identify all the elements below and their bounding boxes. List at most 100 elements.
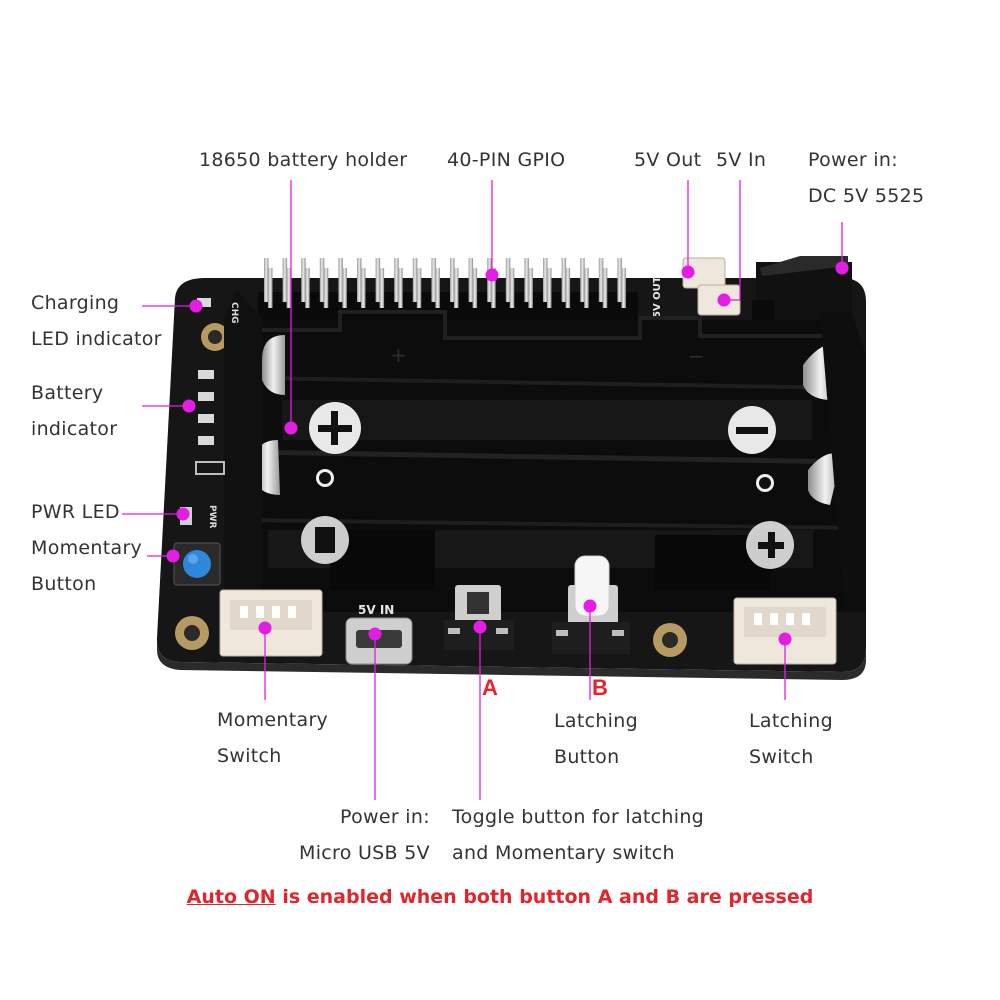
momentary-button-part bbox=[173, 542, 221, 586]
label-battery-indicator-line1: Battery bbox=[31, 382, 104, 404]
gpio-pin bbox=[598, 258, 604, 302]
label-power-dc-line1: Power in: bbox=[808, 149, 898, 171]
silkscreen-out: 5V OUT bbox=[652, 276, 663, 318]
marker-dot-battery-holder bbox=[284, 421, 298, 435]
button-a-letter: A bbox=[482, 675, 498, 700]
gpio-pin bbox=[431, 258, 436, 302]
marker-dot-pwr-led bbox=[176, 507, 190, 521]
gpio-pin bbox=[342, 268, 347, 308]
leader-lines bbox=[122, 180, 843, 800]
gpio-pin bbox=[338, 258, 343, 302]
gpio-pin bbox=[524, 258, 529, 302]
label-power-usb-line2: Micro USB 5V bbox=[299, 842, 430, 864]
gpio-pin bbox=[621, 268, 626, 308]
gpio-pin bbox=[491, 268, 496, 308]
label-charging-led-line1: Charging bbox=[31, 292, 120, 314]
gpio-pin bbox=[301, 258, 306, 302]
gpio-pin bbox=[323, 268, 329, 308]
pcb-edge bbox=[156, 638, 866, 680]
marker-dot-5v-out bbox=[681, 265, 695, 279]
marker-dot-gpio bbox=[485, 268, 499, 282]
label-toggle-button-line1: Toggle button for latching bbox=[452, 806, 705, 828]
battery-indicator-leds bbox=[195, 370, 225, 475]
label-battery-holder: 18650 battery holder bbox=[199, 149, 408, 171]
marker-dot-momentary-button bbox=[166, 549, 180, 563]
silkscreen-plus: + bbox=[390, 343, 407, 367]
silkscreen-minus: − bbox=[688, 344, 705, 368]
label-toggle-button-line2: and Momentary switch bbox=[452, 842, 675, 864]
gpio-pin bbox=[282, 258, 288, 302]
silkscreen-pwr: PWR bbox=[207, 505, 217, 529]
gpio-pin bbox=[379, 268, 385, 308]
marker-dot-dc-jack bbox=[835, 261, 849, 275]
label-latching-button: Latching Button bbox=[554, 703, 638, 775]
label-momentary-button-line2: Button bbox=[31, 573, 97, 595]
gpio-pin bbox=[543, 258, 548, 302]
gpio-pin bbox=[561, 258, 567, 302]
gpio-pin bbox=[268, 268, 273, 308]
mounting-holes bbox=[175, 323, 687, 657]
label-5v-out: 5V Out bbox=[634, 149, 702, 171]
latching-switch-connector bbox=[733, 597, 837, 665]
gpio-pin bbox=[509, 268, 515, 308]
marker-dot-charging-led bbox=[189, 299, 203, 313]
gpio-pin bbox=[286, 268, 292, 308]
label-momentary-switch-line1: Momentary bbox=[217, 709, 329, 731]
silkscreen-in: 5V IN bbox=[358, 603, 394, 617]
label-charging-led-line2: LED indicator bbox=[31, 328, 162, 350]
gpio-pin bbox=[361, 268, 366, 308]
label-momentary-button: Momentary Button bbox=[31, 530, 142, 602]
label-battery-indicator: Battery indicator bbox=[31, 375, 117, 447]
gpio-pin bbox=[468, 258, 474, 302]
gpio-pin bbox=[617, 258, 622, 302]
gpio-pin bbox=[319, 258, 325, 302]
gpio-pin bbox=[264, 258, 269, 302]
gpio-pin bbox=[305, 268, 310, 308]
gpio-pin bbox=[584, 268, 589, 308]
label-charging-led: Charging LED indicator bbox=[31, 285, 162, 357]
label-power-dc: Power in: DC 5V 5525 bbox=[808, 142, 924, 214]
silkscreen-chg: CHG bbox=[229, 302, 239, 324]
gpio-pin bbox=[580, 258, 585, 302]
gpio-pin bbox=[528, 268, 533, 308]
label-latching-button-line1: Latching bbox=[554, 710, 638, 732]
gpio-pin bbox=[375, 258, 381, 302]
gpio-pin bbox=[602, 268, 608, 308]
auto-on-note-prefix: Auto ON bbox=[186, 886, 276, 908]
gpio-pin bbox=[505, 258, 511, 302]
micro-usb-port bbox=[345, 617, 413, 665]
button-b-letter: B bbox=[592, 675, 608, 700]
gpio-pin bbox=[547, 268, 552, 308]
label-power-usb: Power in: Micro USB 5V bbox=[299, 799, 430, 871]
label-momentary-button-line1: Momentary bbox=[31, 537, 143, 559]
label-battery-indicator-line2: indicator bbox=[31, 418, 118, 440]
gpio-pin bbox=[435, 268, 440, 308]
marker-dot-battery-indicator bbox=[182, 399, 196, 413]
marker-dots bbox=[166, 261, 849, 646]
gpio-pin bbox=[472, 268, 478, 308]
label-latching-switch-line2: Switch bbox=[749, 746, 814, 768]
charging-led bbox=[197, 298, 211, 307]
label-power-dc-line2: DC 5V 5525 bbox=[808, 185, 925, 207]
marker-dot-latching-switch bbox=[778, 632, 792, 646]
label-gpio: 40-PIN GPIO bbox=[447, 149, 566, 171]
gpio-pin bbox=[416, 268, 422, 308]
marker-dot-toggle-button bbox=[473, 620, 487, 634]
gpio-pin bbox=[398, 268, 403, 308]
marker-dot-momentary-switch bbox=[258, 621, 272, 635]
gpio-pin bbox=[565, 268, 571, 308]
battery-holder: + − bbox=[224, 290, 866, 612]
auto-on-note: Auto ON is enabled when both button A an… bbox=[0, 886, 1000, 908]
label-power-usb-line1: Power in: bbox=[339, 806, 430, 828]
marker-dot-usb bbox=[368, 627, 382, 641]
gpio-pin bbox=[357, 258, 362, 302]
label-latching-switch: Latching Switch bbox=[749, 703, 833, 775]
label-5v-in: 5V In bbox=[716, 149, 767, 171]
auto-on-note-rest: is enabled when both button A and B are … bbox=[275, 886, 814, 908]
label-momentary-switch: Momentary Switch bbox=[217, 702, 328, 774]
label-pwr-led: PWR LED bbox=[31, 501, 120, 523]
label-toggle-button: Toggle button for latching and Momentary… bbox=[452, 799, 704, 871]
gpio-pin bbox=[394, 258, 399, 302]
